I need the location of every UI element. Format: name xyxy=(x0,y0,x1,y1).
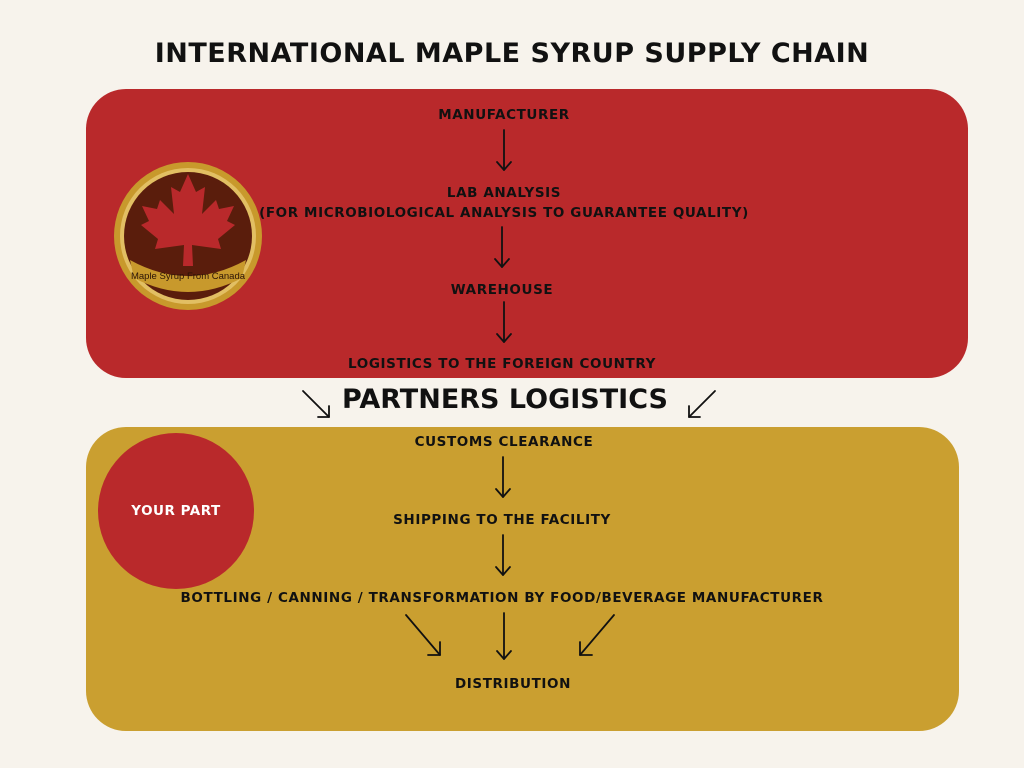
arrow-diagonal-left-icon xyxy=(688,390,716,418)
maple-leaf-icon xyxy=(141,174,235,266)
step-bottling-transformation: BOTTLING / CANNING / TRANSFORMATION BY F… xyxy=(180,590,824,606)
step-manufacturer: MANUFACTURER xyxy=(438,107,570,123)
step-customs-clearance: CUSTOMS CLEARANCE xyxy=(414,434,594,450)
step-distribution: DISTRIBUTION xyxy=(454,676,572,692)
diagram-title: INTERNATIONAL MAPLE SYRUP SUPPLY CHAIN xyxy=(154,38,870,69)
step-lab-analysis: LAB ANALYSIS xyxy=(446,185,562,201)
seal-text: Maple Syrup From Canada xyxy=(131,271,246,282)
step-warehouse: WAREHOUSE xyxy=(450,282,554,298)
arrow-diagonal-left-icon xyxy=(579,614,615,656)
step-lab-analysis-detail: (FOR MICROBIOLOGICAL ANALYSIS TO GUARANT… xyxy=(259,205,749,221)
arrow-down-icon xyxy=(495,534,511,576)
arrow-diagonal-right-icon xyxy=(302,390,330,418)
step-shipping-facility: SHIPPING TO THE FACILITY xyxy=(393,512,611,528)
your-part-label: YOUR PART xyxy=(131,503,221,519)
maple-syrup-seal: Maple Syrup From Canada xyxy=(114,162,262,310)
arrow-down-icon xyxy=(494,226,510,268)
arrow-down-icon xyxy=(496,301,512,343)
arrow-down-icon xyxy=(495,456,511,498)
arrow-down-icon xyxy=(496,612,512,660)
your-part-badge: YOUR PART xyxy=(98,433,254,589)
partners-heading: PARTNERS LOGISTICS xyxy=(342,384,668,415)
step-logistics-foreign: LOGISTICS TO THE FOREIGN COUNTRY xyxy=(348,356,656,372)
arrow-diagonal-right-icon xyxy=(405,614,441,656)
arrow-down-icon xyxy=(496,129,512,171)
